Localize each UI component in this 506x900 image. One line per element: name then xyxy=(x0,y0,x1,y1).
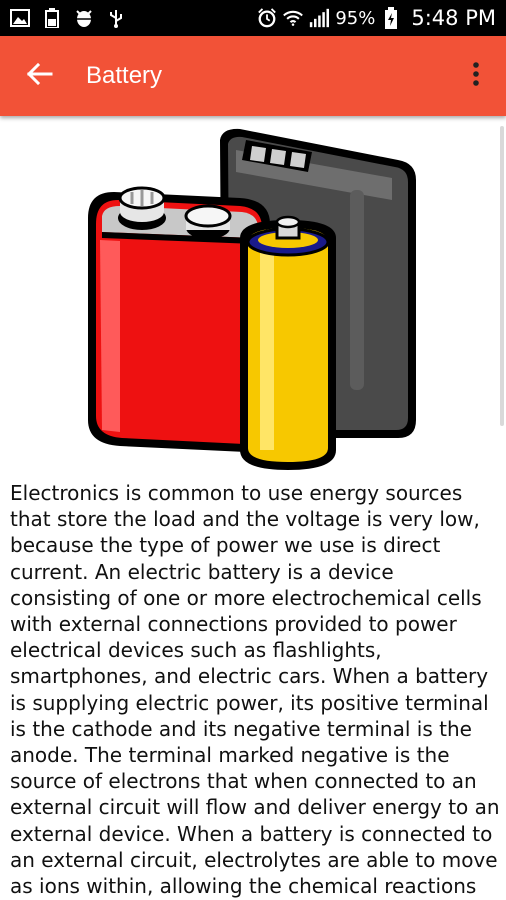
back-button[interactable] xyxy=(0,36,80,116)
signal-icon xyxy=(309,8,330,28)
red-battery-shape xyxy=(88,186,270,453)
battery-terminal-left xyxy=(118,186,166,230)
battery-percent: 95% xyxy=(335,7,376,29)
usb-icon xyxy=(106,8,126,28)
arrow-back-icon xyxy=(26,62,53,89)
battery-icon xyxy=(381,7,401,29)
overflow-menu-icon xyxy=(472,61,480,91)
article-text: Electronics is common to use energy sour… xyxy=(10,481,500,899)
overflow-menu-button[interactable] xyxy=(446,36,506,116)
android-debug-icon xyxy=(74,8,94,28)
status-bar-system: 95% 5:48 PM xyxy=(257,6,506,30)
battery-terminal-right xyxy=(184,204,232,239)
scrollbar[interactable] xyxy=(500,126,504,426)
wifi-icon xyxy=(283,8,304,28)
yellow-battery-shape xyxy=(240,215,336,470)
battery-saver-icon xyxy=(42,8,62,28)
alarm-icon xyxy=(257,8,277,28)
article-content[interactable]: Electronics is common to use energy sour… xyxy=(0,116,506,900)
image-icon xyxy=(10,8,30,28)
status-bar: 95% 5:48 PM xyxy=(0,0,506,36)
batteries-illustration xyxy=(88,128,416,470)
clock: 5:48 PM xyxy=(411,6,496,30)
page-title: Battery xyxy=(86,62,163,89)
status-bar-notifications xyxy=(0,8,126,28)
app-bar: Battery xyxy=(0,36,506,116)
